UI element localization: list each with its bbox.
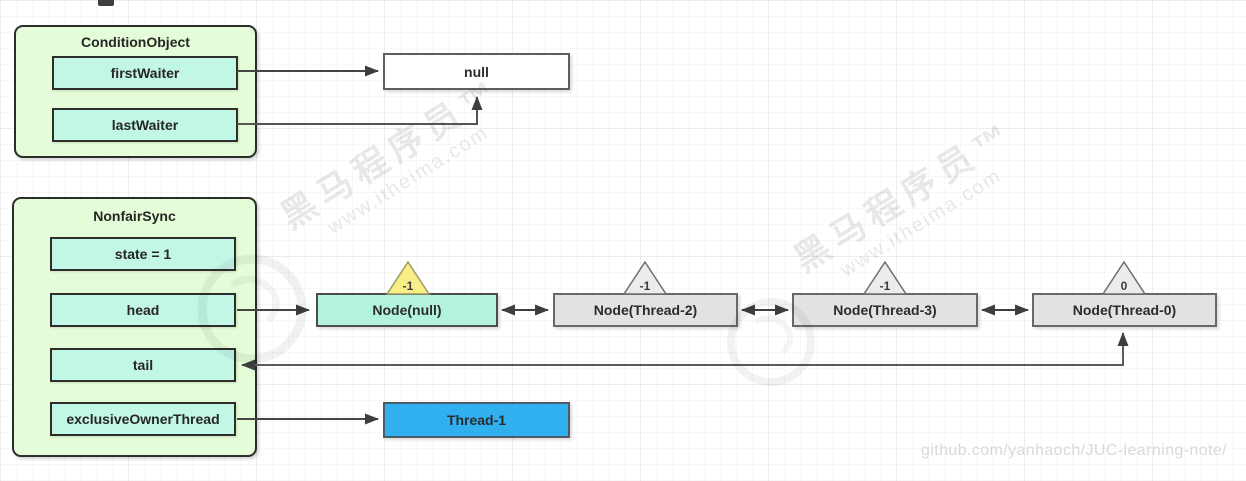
logo-swirl-icon bbox=[753, 315, 794, 355]
field-state: state = 1 bbox=[50, 237, 236, 271]
field-head: head bbox=[50, 293, 236, 327]
field-exclusive-owner-thread: exclusiveOwnerThread bbox=[50, 402, 236, 436]
brand-watermark-site: www.itheima.com bbox=[323, 121, 493, 239]
owner-thread-box: Thread-1 bbox=[383, 402, 570, 438]
field-tail: tail bbox=[50, 348, 236, 382]
nonfair-sync-title: NonfairSync bbox=[93, 208, 176, 224]
brand-watermark-site: www.itheima.com bbox=[836, 164, 1006, 282]
brand-watermark: 黑马程序员™ www.itheima.com bbox=[759, 95, 1064, 318]
condition-object-box: ConditionObject firstWaiter lastWaiter bbox=[14, 25, 257, 158]
waitstatus-label: -1 bbox=[880, 279, 891, 293]
triangle-yellow-icon bbox=[385, 260, 431, 295]
field-last-waiter: lastWaiter bbox=[52, 108, 238, 142]
waitstatus-label: -1 bbox=[403, 279, 414, 293]
arrow-tail-to-node-thread0 bbox=[241, 332, 1129, 371]
waitstatus-triangle-thread0: 0 bbox=[1101, 260, 1147, 295]
triangle-gray-icon bbox=[1101, 260, 1147, 295]
queue-node-thread-0: Node(Thread-0) bbox=[1032, 293, 1217, 327]
queue-node-thread-2: Node(Thread-2) bbox=[553, 293, 738, 327]
waitstatus-triangle-thread3: -1 bbox=[862, 260, 908, 295]
repo-credit-watermark: github.com/yanhaoch/JUC-learning-note/ bbox=[920, 442, 1227, 459]
nonfair-sync-box: NonfairSync state = 1 head tail exclusiv… bbox=[12, 197, 257, 457]
arrow-lastwaiter-to-null bbox=[237, 96, 483, 125]
crop-artifact-dash bbox=[98, 0, 114, 6]
null-value-box: null bbox=[383, 53, 570, 90]
waitstatus-triangle-thread2: -1 bbox=[622, 260, 668, 295]
field-first-waiter: firstWaiter bbox=[52, 56, 238, 90]
waitstatus-triangle-head: -1 bbox=[385, 260, 431, 295]
waitstatus-label: 0 bbox=[1121, 279, 1128, 293]
queue-node-head: Node(null) bbox=[316, 293, 498, 327]
waitstatus-label: -1 bbox=[640, 279, 651, 293]
triangle-gray-icon bbox=[622, 260, 668, 295]
brand-watermark-text: 黑马程序员™ bbox=[787, 113, 1022, 280]
triangle-gray-icon bbox=[862, 260, 908, 295]
queue-node-thread-3: Node(Thread-3) bbox=[792, 293, 978, 327]
condition-object-title: ConditionObject bbox=[81, 34, 190, 50]
